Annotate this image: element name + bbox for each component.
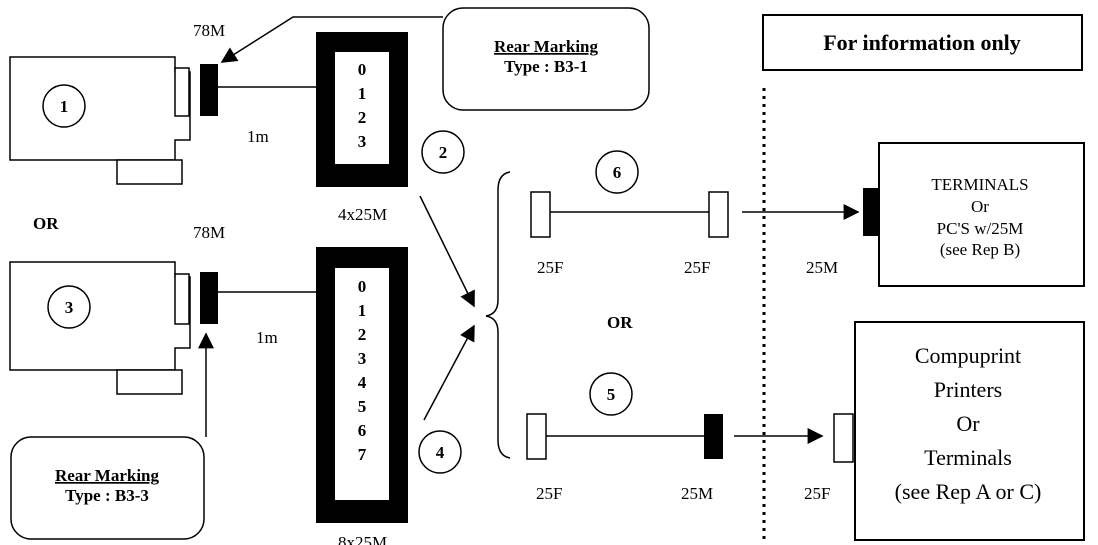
label-4x25m: 4x25M [338,205,387,224]
port-label: 4 [358,373,367,392]
fanout-box-4x25m [316,32,408,187]
cable-5: 5 [526,372,723,460]
printers-line-3: Or [956,411,980,436]
label-cable5-left: 25F [536,484,562,503]
printers-line-1: Compuprint [915,343,1021,368]
port-label: 3 [358,349,367,368]
callout-3: 3 [65,298,74,317]
label-cable6-right: 25F [684,258,710,277]
port-label: 1 [358,84,367,103]
terminals-box: TERMINALS Or PC'S w/25M (see Rep B) [878,142,1085,287]
printers-connector [833,413,854,463]
port-label: 0 [358,60,367,79]
label-terminal-conn: 25M [806,258,838,277]
label-78m-top: 78M [193,21,225,40]
arrow-from-4x25m [419,195,475,308]
info-box-text: For information only [823,30,1021,55]
connector-78m-bottom [200,272,218,324]
port-label: 2 [358,325,367,344]
port-label: 7 [358,445,367,464]
rear-marking-top-box: Rear Marking Type : B3-1 [442,7,650,111]
callout-6: 6 [613,163,622,182]
rear-marking-top-pointer [220,16,443,63]
rear-marking-bottom-type: Type : B3-3 [65,486,149,505]
adapter-card-top: 1 [9,56,191,185]
label-or-left: OR [33,214,59,233]
port-label: 3 [358,132,367,151]
printers-box: Compuprint Printers Or Terminals (see Re… [854,321,1085,541]
label-cable6-left: 25F [537,258,563,277]
printers-line-2: Printers [934,377,1002,402]
label-cable5-right: 25M [681,484,713,503]
rear-marking-bottom-title: Rear Marking [55,466,160,485]
callout-4: 4 [436,443,445,462]
port-label: 2 [358,108,367,127]
terminals-line-3: PC'S w/25M [937,219,1024,238]
label-printer-conn: 25F [804,484,830,503]
label-1m-bottom: 1m [256,328,278,347]
callout-5: 5 [607,385,616,404]
arrow-from-8x25m [423,324,475,421]
adapter-card-bottom: 3 [9,261,191,395]
label-or-mid: OR [607,313,633,332]
port-label: 6 [358,421,367,440]
terminals-connector [863,188,879,236]
info-box: For information only [762,14,1083,71]
port-label: 5 [358,397,367,416]
ports-top-list: 0 1 2 3 [358,60,367,151]
rear-marking-bottom-box: Rear Marking Type : B3-3 [10,436,205,540]
port-label: 1 [358,301,367,320]
rear-marking-top-title: Rear Marking [494,37,599,56]
terminals-line-2: Or [971,197,989,216]
terminals-line-4: (see Rep B) [940,240,1020,259]
label-1m-top: 1m [247,127,269,146]
port-label: 0 [358,277,367,296]
callout-1: 1 [60,97,69,116]
cable-6: 6 [530,150,729,238]
label-78m-mid: 78M [193,223,225,242]
printers-line-5: (see Rep A or C) [895,479,1042,504]
ports-bottom-list: 0 1 2 3 4 5 6 7 [358,277,367,464]
printers-line-4: Terminals [924,445,1012,470]
label-8x25m: 8x25M [338,533,387,545]
curly-brace [485,171,511,459]
fanout-box-8x25m [316,247,408,523]
connector-78m-top [200,64,218,116]
terminals-line-1: TERMINALS [931,175,1028,194]
rear-marking-top-type: Type : B3-1 [504,57,588,76]
callout-2: 2 [439,143,448,162]
